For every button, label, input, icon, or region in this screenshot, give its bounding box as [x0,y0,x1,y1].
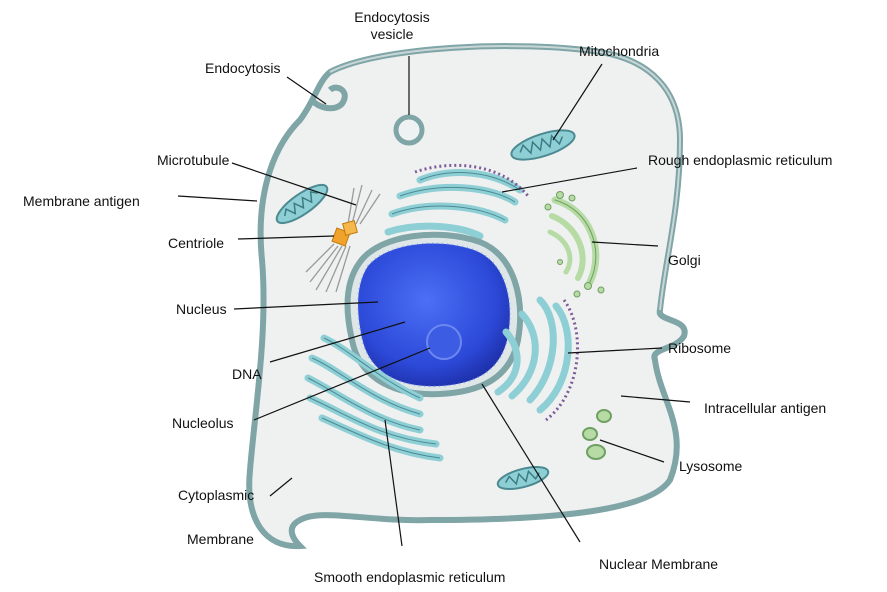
nucleolus-shape [427,325,461,359]
label-rough-er: Rough endoplasmic reticulum [648,152,832,169]
label-centriole: Centriole [168,235,224,252]
endocytosis-vesicle [396,117,422,143]
label-membrane-antigen: Membrane antigen [23,193,140,210]
label-smooth-er: Smooth endoplasmic reticulum [314,569,505,586]
label-endocytosis-vesicle-line2: vesicle [352,26,432,43]
label-dna: DNA [232,366,262,383]
label-endocytosis-vesicle: Endocytosis vesicle [352,9,432,43]
label-membrane: Membrane [187,531,254,548]
label-intracellular-antigen: Intracellular antigen [704,400,826,417]
label-endocytosis-vesicle-line1: Endocytosis [352,9,432,26]
label-mitochondria: Mitochondria [579,43,659,60]
label-endocytosis: Endocytosis [205,60,280,77]
label-lysosome: Lysosome [679,458,742,475]
label-golgi: Golgi [668,252,701,269]
label-nucleolus: Nucleolus [172,415,233,432]
label-ribosome: Ribosome [668,340,731,357]
label-microtubule: Microtubule [157,152,229,169]
label-nucleus: Nucleus [176,301,227,318]
leader-membrane-antigen [178,196,257,201]
nucleus-body [358,243,510,386]
label-nuclear-membrane: Nuclear Membrane [599,556,718,573]
label-cytoplasmic: Cytoplasmic [178,487,254,504]
